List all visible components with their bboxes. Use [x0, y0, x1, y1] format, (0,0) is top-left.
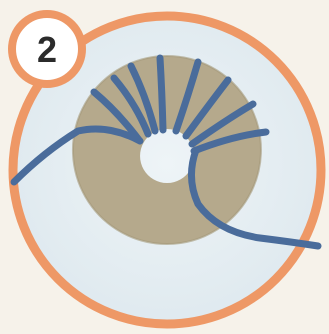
yarn-wrap [160, 58, 163, 130]
step-number: 2 [37, 32, 57, 68]
step-number-badge: 2 [8, 10, 86, 88]
